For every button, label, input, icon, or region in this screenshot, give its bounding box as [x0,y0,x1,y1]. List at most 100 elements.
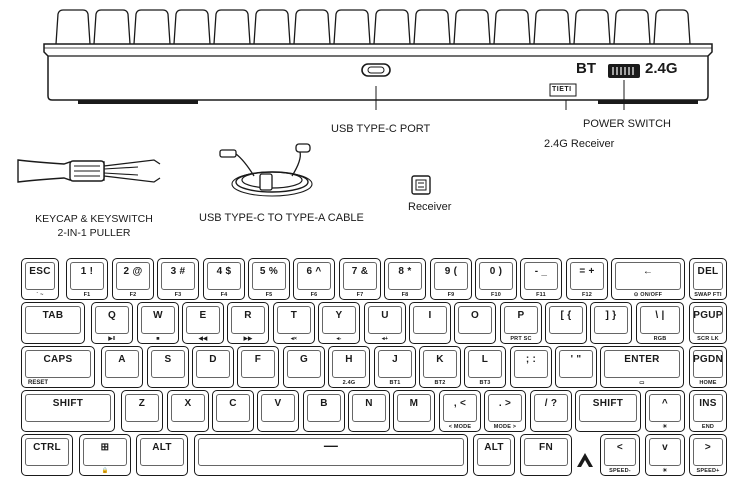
key-[interactable]: ] } [590,302,632,344]
key-[interactable]: ^☀ [645,390,685,432]
keycap-top [649,394,681,422]
key-b[interactable]: B [303,390,345,432]
key-esc[interactable]: ESC` ~ [21,258,59,300]
key-legend: ENTER [624,354,660,365]
key-legend: Z [138,398,146,409]
key-o[interactable]: O [454,302,496,344]
side-keycap [333,9,371,45]
key-3[interactable]: 3 #F3 [157,258,199,300]
key-[interactable]: ⊞🔒 [79,434,131,476]
key-8[interactable]: 8 *F8 [384,258,426,300]
key-[interactable]: >SPEED+ [689,434,727,476]
side-keycap [373,9,411,45]
key-[interactable]: <SPEED- [600,434,640,476]
key-y[interactable]: Y◂- [318,302,360,344]
key-fn-legend: ◂+ [381,336,389,342]
key-enter[interactable]: ENTER▭ [600,346,684,388]
key-v[interactable]: v☀ [645,434,685,476]
key-u[interactable]: U◂+ [364,302,406,344]
key-legend: ALT [152,442,172,453]
key-z[interactable]: Z [121,390,163,432]
key-legend: T [290,310,298,321]
keycap-top [140,438,184,466]
keycap-top [25,438,69,466]
key-fn-legend: ☀ [662,424,668,430]
key-fn-legend: ☀ [662,468,668,474]
mode-label: 2.4G [645,60,678,77]
key-c[interactable]: C [212,390,254,432]
key-legend: SHIFT [592,398,624,409]
key-r[interactable]: R▶▶ [227,302,269,344]
keycap-top [368,306,402,334]
side-keycap [573,9,611,45]
key-9[interactable]: 9 (F9 [430,258,472,300]
key-m[interactable]: M [393,390,435,432]
key-1[interactable]: 1 !F1 [66,258,108,300]
key-[interactable]: . >MODE > [484,390,526,432]
keycap-top [196,350,230,378]
key-6[interactable]: 6 ^F6 [293,258,335,300]
key-legend: - _ [534,266,548,277]
key-fn[interactable]: FN [520,434,572,476]
key-shift[interactable]: SHIFT [21,390,115,432]
key-[interactable]: - _F11 [520,258,562,300]
key-a[interactable]: A [101,346,143,388]
key-w[interactable]: W■ [137,302,179,344]
key-d[interactable]: D [192,346,234,388]
receiver-illustration [410,174,434,196]
key-tab[interactable]: TAB [21,302,85,344]
key-t[interactable]: T◂× [273,302,315,344]
key-fn-legend: MODE > [493,424,517,430]
key-e[interactable]: E◀◀ [182,302,224,344]
keycap-top [443,394,477,422]
key-alt[interactable]: ALT [136,434,188,476]
key-[interactable]: ' " [555,346,597,388]
keycap-top [434,262,468,290]
key-i[interactable]: I [409,302,451,344]
key-x[interactable]: X [167,390,209,432]
key-legend: PGUP [693,310,723,321]
key-g[interactable]: G [283,346,325,388]
key-legend: D [209,354,217,365]
key-legend: = + [579,266,595,277]
key-ctrl[interactable]: CTRL [21,434,73,476]
key-fn-legend: F8 [401,292,409,298]
key-[interactable]: ; : [510,346,552,388]
key-legend: ESC [29,266,51,277]
keycap-top [241,350,275,378]
key-5[interactable]: 5 %F5 [248,258,290,300]
key-[interactable]: \ |RGB [636,302,684,344]
side-keycap [293,9,331,45]
key-v[interactable]: V [257,390,299,432]
key-[interactable]: / ? [530,390,572,432]
key-shift[interactable]: SHIFT [575,390,641,432]
key-f[interactable]: F [237,346,279,388]
key-[interactable]: — [194,434,468,476]
key-alt[interactable]: ALT [473,434,515,476]
key-2[interactable]: 2 @F2 [112,258,154,300]
keycap-top [231,306,265,334]
key-[interactable]: [ { [545,302,587,344]
key-[interactable]: , << MODE [439,390,481,432]
key-7[interactable]: 7 &F7 [339,258,381,300]
key-legend: 1 ! [80,266,94,277]
key-[interactable]: ←⊙ ON/OFF [611,258,685,300]
key-fn-legend: F7 [356,292,364,298]
key-s[interactable]: S [147,346,189,388]
key-0[interactable]: 0 )F10 [475,258,517,300]
keycap-top [322,306,356,334]
key-4[interactable]: 4 $F4 [203,258,245,300]
key-q[interactable]: Q▶‖ [91,302,133,344]
key-n[interactable]: N [348,390,390,432]
key-[interactable]: = +F12 [566,258,608,300]
